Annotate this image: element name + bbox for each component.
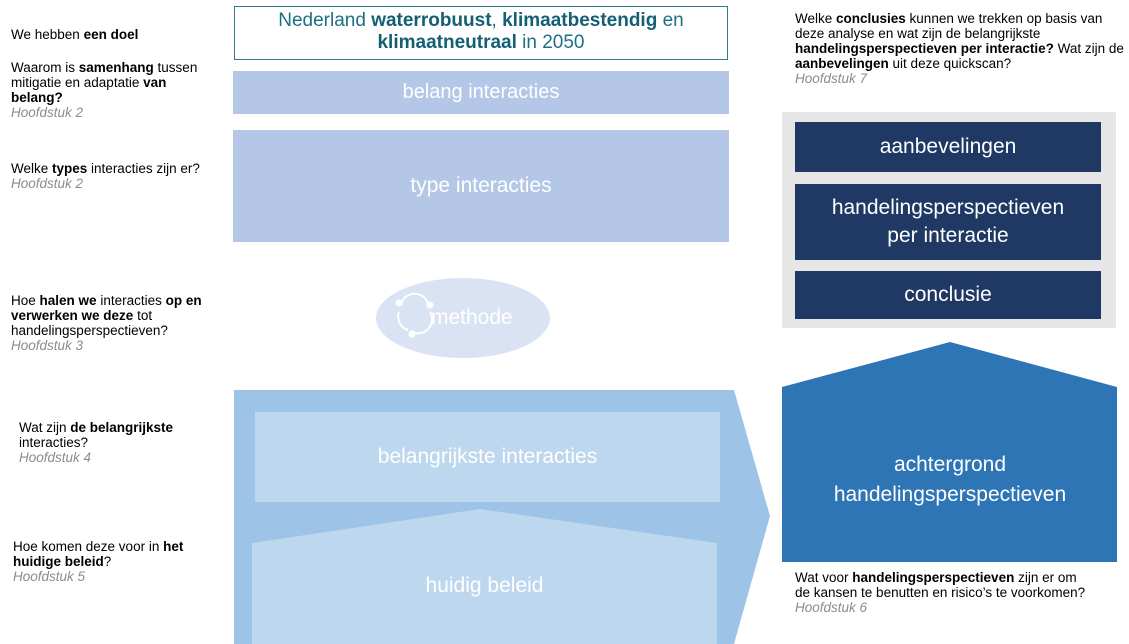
goal-box: Nederland waterrobuust, klimaatbestendig… [234,6,728,60]
text-run: uit deze quickscan? [888,56,1012,71]
text-run: Welke [11,161,53,176]
methode-label-wrap: methode [431,300,541,336]
text-run: We hebben [11,27,84,42]
text-run: Hoe komen deze voor in [13,539,164,554]
conclusie-label: conclusie [904,283,992,306]
belangrijkste-interacties-box: belangrijkste interacties [255,412,720,502]
right-question-conclusies: Welke conclusies kunnen we trekken op ba… [795,11,1125,86]
text-run: halen we [39,293,97,308]
left-question-types: Welke types interacties zijn er?Hoofdstu… [11,161,211,191]
left-question-belangrijkste: Wat zijn de belangrijkste interacties?Ho… [19,420,219,465]
handelingsperspectieven-label: handelingsperspectieven per interactie [831,196,1065,247]
text-run: zijn er om de kansen te benutten en risi… [795,570,1086,600]
belang-interacties-bar: belang interacties [233,71,729,114]
text-run: klimaatneutraal [377,32,517,53]
text-run: waterrobuust [371,10,492,31]
type-interacties-box: type interacties [233,130,729,242]
text-run: Welke [795,11,837,26]
text-run: interacties zijn er? [87,161,200,176]
text-run: Wat zijn de [1057,41,1124,56]
methode-label: methode [431,306,513,329]
chapter-reference: Hoofdstuk 4 [19,450,92,465]
aanbevelingen-label: aanbevelingen [879,135,1017,158]
text-run: een doel [83,27,139,42]
chapter-reference: Hoofdstuk 7 [795,71,868,86]
left-question-goal: We hebben een doel [11,27,211,42]
chapter-reference: Hoofdstuk 5 [13,569,86,584]
left-question-methode: Hoe halen we interacties op en verwerken… [11,293,216,353]
methode-ellipse [376,278,550,358]
huidig-beleid-shape [252,509,717,644]
left-question-samenhang: Waarom is samenhang tussen mitigatie en … [11,60,211,120]
text-run: op en verwerken we deze [11,293,202,323]
text-run: handelingsperspectieven [852,570,1015,585]
text-run: de belangrijkste [70,420,174,435]
right-question-handelingsperspectieven: Wat voor handelingsperspectieven zijn er… [795,570,1095,615]
text-run: aanbevelingen [795,56,889,71]
text-run: Wat zijn [19,420,71,435]
huidig-beleid-label: huidig beleid [425,574,544,597]
text-run: tot handelingsperspectieven? [11,308,168,338]
text-run: Hoe [11,293,40,308]
chapter-reference: Hoofdstuk 3 [11,338,84,353]
text-run: interacties? [19,435,89,450]
background-house-shape [782,342,1117,562]
text-run: Nederland [278,10,372,31]
chapter-reference: Hoofdstuk 6 [795,600,868,615]
text-run: kunnen we trekken op basis van deze anal… [795,11,1103,41]
achtergrond-label: achtergrond handelingsperspectieven [833,453,1067,506]
text-run: , [491,10,503,31]
goal-text: Nederland waterrobuust, klimaatbestendig… [278,10,684,53]
chapter-reference: Hoofdstuk 2 [11,176,84,191]
text-run: het huidige beleid [13,539,184,569]
belangrijkste-interacties-label: belangrijkste interacties [377,445,598,468]
text-run: Wat voor [795,570,853,585]
left-question-beleid: Hoe komen deze voor in het huidige belei… [13,539,213,584]
aanbevelingen-box: aanbevelingen [795,122,1101,172]
text-run: en [657,10,684,31]
achtergrond-label-wrap: achtergrond handelingsperspectieven [790,445,1110,515]
cycle-icon [395,292,434,338]
text-run: samenhang [78,60,154,75]
huidig-beleid-label-wrap: huidig beleid [252,560,717,612]
text-run: conclusies [836,11,906,26]
chapter-reference: Hoofdstuk 2 [11,105,84,120]
belang-interacties-label: belang interacties [402,81,560,103]
handelingsperspectieven-box: handelingsperspectieven per interactie [795,184,1101,260]
type-interacties-label: type interacties [410,174,552,197]
text-run: handelingsperspectieven per interactie? [795,41,1058,56]
text-run: van belang? [11,75,167,105]
text-run: ? [103,554,112,569]
text-run: in 2050 [516,32,585,53]
text-run: tussen mitigatie en adaptatie [11,60,198,90]
text-run: klimaatbestendig [502,10,658,31]
text-run: interacties [96,293,166,308]
text-run: Waarom is [11,60,79,75]
conclusie-box: conclusie [795,271,1101,319]
text-run: types [52,161,88,176]
